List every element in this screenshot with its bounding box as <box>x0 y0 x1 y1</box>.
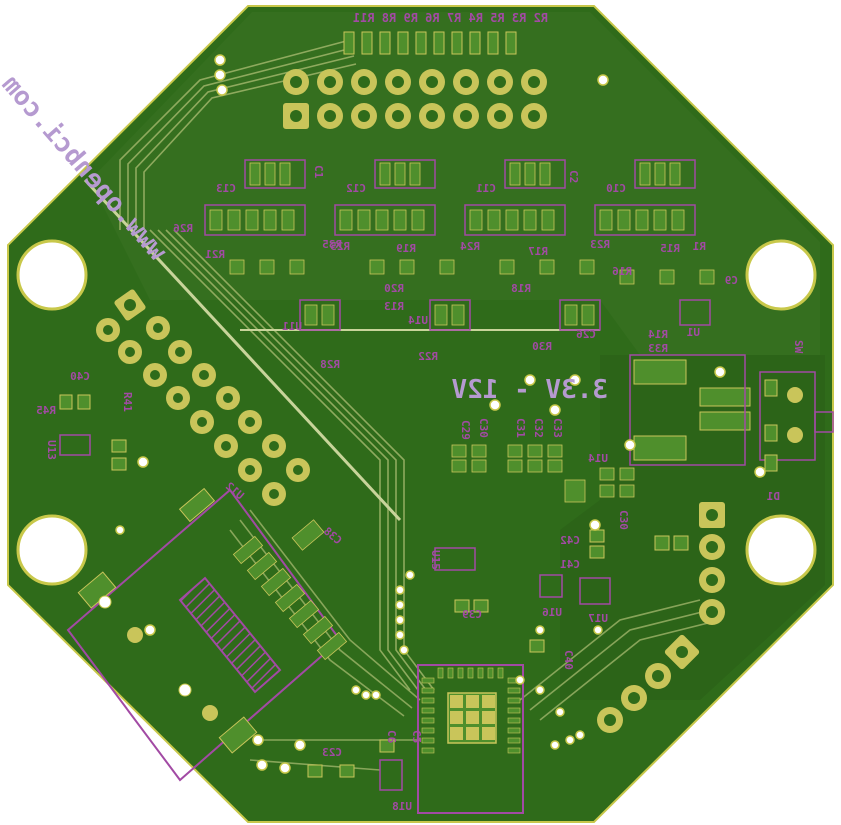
svg-text:C31: C31 <box>514 418 527 438</box>
svg-text:R14: R14 <box>648 328 668 341</box>
amp-channel-pads <box>209 162 715 326</box>
voltage-label: 3.3V - 12V <box>451 375 608 405</box>
sd-connector <box>66 487 348 782</box>
svg-text:R13: R13 <box>384 300 404 313</box>
top-header <box>283 69 547 129</box>
svg-text:C33: C33 <box>551 418 564 438</box>
svg-text:R20: R20 <box>384 282 404 295</box>
mcu-module <box>417 664 524 814</box>
svg-text:R19: R19 <box>396 242 416 255</box>
left-ics <box>59 394 127 471</box>
svg-text:C39: C39 <box>462 608 482 621</box>
svg-text:R17: R17 <box>528 245 548 258</box>
svg-text:U15: U15 <box>429 550 442 570</box>
svg-text:C23: C23 <box>322 746 342 759</box>
svg-text:R16: R16 <box>612 265 632 278</box>
mount-hole-right-top <box>745 239 817 311</box>
svg-text:R25: R25 <box>330 240 350 253</box>
svg-text:C10: C10 <box>606 182 626 195</box>
svg-text:C1: C1 <box>312 165 325 179</box>
svg-text:U14: U14 <box>408 314 428 327</box>
svg-text:R1: R1 <box>692 240 706 253</box>
svg-text:U1: U1 <box>686 326 700 339</box>
svg-text:R28: R28 <box>320 358 340 371</box>
svg-text:U11: U11 <box>282 320 302 333</box>
top-resistor-labels: R2 R3 R5 R4 R7 R6 R9 R8 R11 <box>353 11 548 25</box>
mounting-holes <box>16 239 817 586</box>
svg-text:C5: C5 <box>410 730 423 743</box>
svg-text:U17: U17 <box>588 612 608 625</box>
svg-text:C30: C30 <box>617 510 630 530</box>
svg-text:C40: C40 <box>562 650 575 670</box>
svg-text:C9: C9 <box>725 274 738 287</box>
mount-hole-right-bottom <box>745 514 817 586</box>
svg-text:R26: R26 <box>173 222 193 235</box>
amp-channel-blocks <box>204 159 711 331</box>
svg-text:R21: R21 <box>205 248 225 261</box>
svg-text:R41: R41 <box>121 392 134 412</box>
svg-text:C41: C41 <box>560 558 580 571</box>
svg-text:C6: C6 <box>385 730 398 744</box>
svg-text:C2: C2 <box>567 170 580 183</box>
svg-text:C29: C29 <box>459 420 472 440</box>
mount-hole-left-bottom <box>16 514 88 586</box>
svg-text:U13: U13 <box>45 440 58 460</box>
svg-text:C12: C12 <box>346 182 366 195</box>
svg-text:SW: SW <box>792 340 805 354</box>
mount-hole-left-top <box>16 239 88 311</box>
svg-text:R45: R45 <box>36 404 56 417</box>
bottom-right-header <box>597 634 700 733</box>
svg-text:R33: R33 <box>648 342 668 355</box>
small-ics-center <box>307 529 689 791</box>
svg-text:R23: R23 <box>590 238 610 251</box>
svg-text:C30: C30 <box>477 418 490 438</box>
svg-text:U18: U18 <box>392 800 412 813</box>
svg-text:R18: R18 <box>511 282 531 295</box>
svg-text:R15: R15 <box>660 242 680 255</box>
power-section <box>629 354 834 472</box>
svg-text:U14: U14 <box>588 452 608 465</box>
svg-text:C11: C11 <box>476 182 496 195</box>
vias <box>115 54 766 774</box>
svg-text:R35: R35 <box>322 238 342 251</box>
right-header <box>699 502 725 625</box>
svg-text:R24: R24 <box>460 240 480 253</box>
middle-capacitors <box>451 444 635 503</box>
svg-text:C26: C26 <box>576 328 596 341</box>
svg-text:R22: R22 <box>418 350 438 363</box>
svg-text:D1: D1 <box>766 490 780 503</box>
svg-text:C13: C13 <box>216 182 236 195</box>
svg-text:C42: C42 <box>560 534 580 547</box>
left-header <box>96 289 310 506</box>
svg-text:C32: C32 <box>532 418 545 438</box>
svg-text:C40: C40 <box>70 370 90 383</box>
svg-text:U16: U16 <box>542 606 562 619</box>
svg-text:R30: R30 <box>532 340 552 353</box>
component-labels: C13 C12 C11 C10 C9 R1 R26 R21 R25 R19 R2… <box>36 182 780 813</box>
diagonal-divider <box>83 178 402 522</box>
top-resistor-pads <box>343 31 517 55</box>
